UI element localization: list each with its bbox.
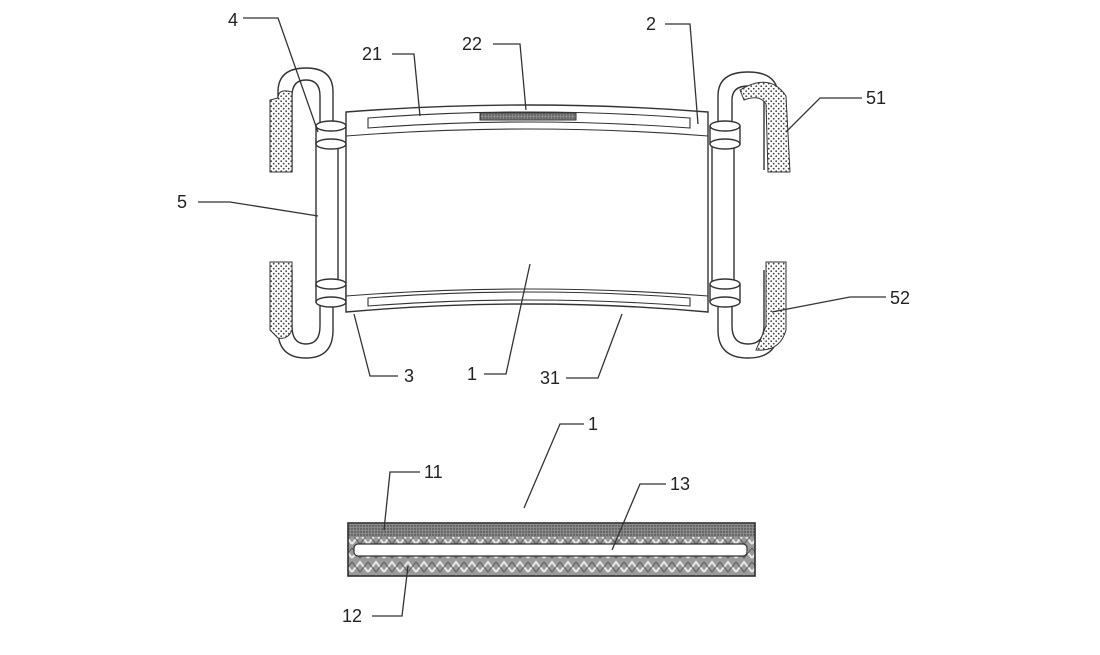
label-52: 52 [890,288,910,308]
label-2: 2 [646,14,656,34]
label-31: 31 [540,368,560,388]
upper-strip [345,111,709,137]
left-ear-loop [269,67,339,359]
left-connector-lower [315,278,347,308]
top-leaders [198,17,886,379]
label-4: 4 [228,10,238,30]
right-ear-loop [711,71,791,359]
right-connector-lower [709,278,741,308]
label-21: 21 [362,44,382,64]
label-22: 22 [462,34,482,54]
nose-clip [479,112,577,121]
right-connector-upper [709,120,741,150]
top-view [198,17,886,379]
label-3: 3 [404,366,414,386]
left-connector-upper [315,120,347,150]
mask-body [345,104,709,313]
label-12: 12 [342,606,362,626]
left-upper-cushion [269,90,293,173]
section-leaders [372,423,666,617]
top-skin [348,523,755,537]
label-1-section: 1 [588,414,598,434]
lower-strip [345,288,709,307]
right-upper-cushion [739,81,791,173]
right-lower-cushion [755,261,787,351]
label-1-top: 1 [467,364,477,384]
label-13: 13 [670,474,690,494]
left-lower-cushion [269,261,293,339]
cross-section [347,423,756,617]
label-5: 5 [177,192,187,212]
inner-core [353,543,748,557]
label-11: 11 [424,462,443,482]
label-51: 51 [866,88,886,108]
